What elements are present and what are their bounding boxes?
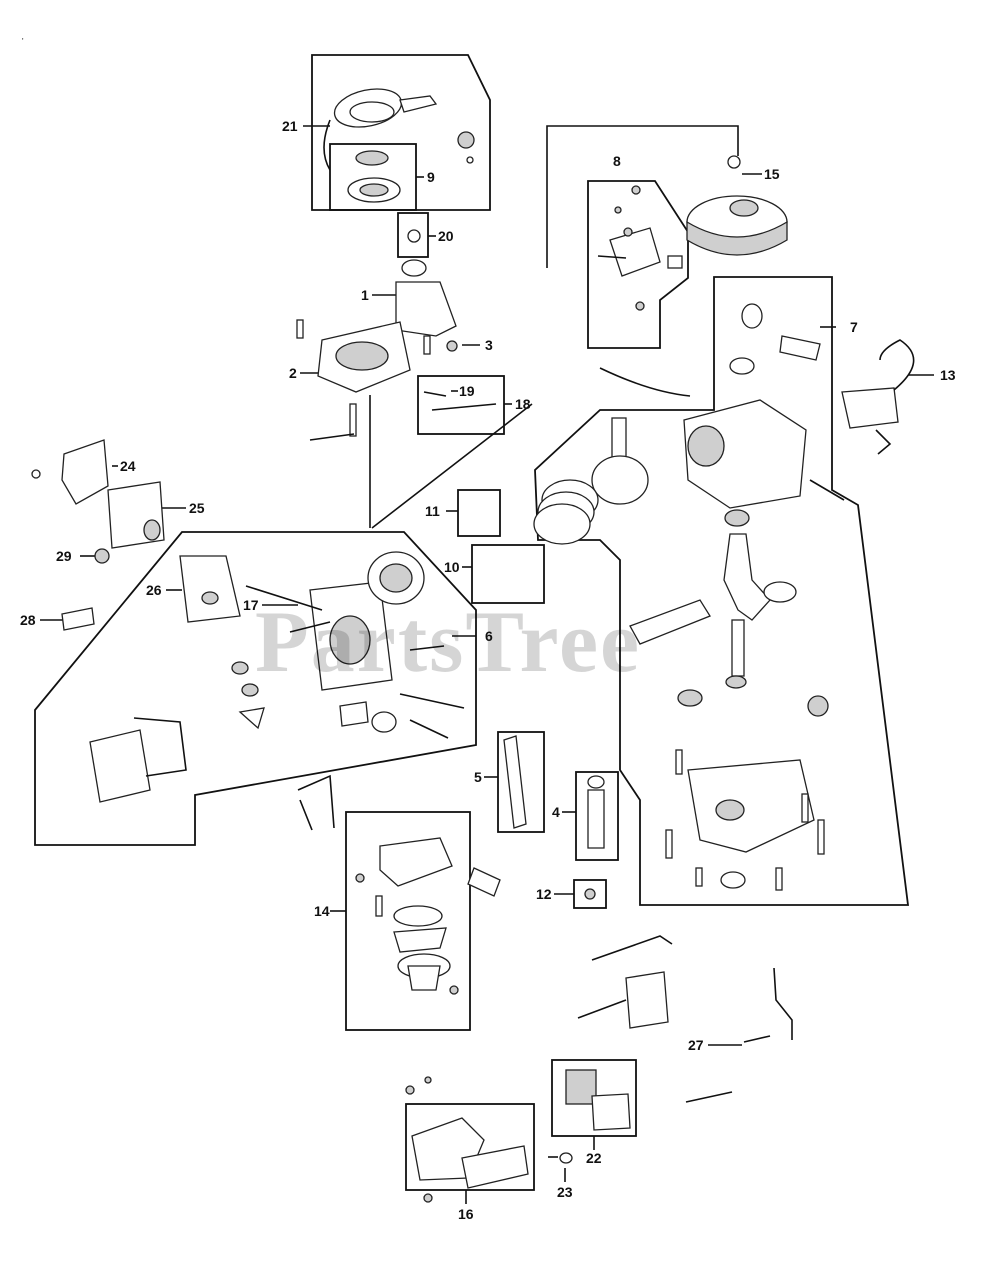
group-5-outline <box>497 731 545 833</box>
callout-12[interactable]: 12 <box>536 886 552 902</box>
group-8-outline <box>587 180 689 349</box>
callout-15[interactable]: 15 <box>764 166 780 182</box>
leader-lines <box>40 125 934 1204</box>
callout-4[interactable]: 4 <box>552 804 560 820</box>
group-14-outline <box>345 811 471 1031</box>
callout-2[interactable]: 2 <box>289 365 297 381</box>
callout-18[interactable]: 18 <box>515 396 531 412</box>
group-20-outline <box>397 212 429 258</box>
muffler-drawing <box>31 439 165 631</box>
group-11-outline <box>457 489 501 537</box>
callout-8[interactable]: 8 <box>613 153 621 169</box>
callout-21[interactable]: 21 <box>282 118 298 134</box>
callout-9[interactable]: 9 <box>427 169 435 185</box>
connector-6-18 <box>371 403 533 529</box>
callout-5[interactable]: 5 <box>474 769 482 785</box>
corner-mark: ' <box>22 37 24 46</box>
carburetor-drawing <box>297 774 501 995</box>
watermark: PartsTree <box>255 594 642 691</box>
connector-15-8 <box>546 125 739 268</box>
callout-11[interactable]: 11 <box>425 503 440 519</box>
callout-20[interactable]: 20 <box>438 228 454 244</box>
group-21-outline <box>311 54 491 211</box>
callout-28[interactable]: 28 <box>20 612 36 628</box>
group-7-outline <box>534 276 910 906</box>
callout-14[interactable]: 14 <box>314 903 330 919</box>
group-16-outline <box>405 1103 535 1191</box>
callout-16[interactable]: 16 <box>458 1206 474 1222</box>
callout-10[interactable]: 10 <box>444 559 460 575</box>
air-filter-drawing <box>405 1069 631 1203</box>
callout-23[interactable]: 23 <box>557 1184 573 1200</box>
callout-27[interactable]: 27 <box>688 1037 704 1053</box>
callout-6[interactable]: 6 <box>485 628 493 644</box>
group-6-outline <box>34 531 477 846</box>
flywheel-drawing <box>686 155 788 256</box>
group-18-outline <box>417 375 505 435</box>
callout-3[interactable]: 3 <box>485 337 493 353</box>
linkage-drawing <box>503 735 793 1103</box>
callout-19[interactable]: 19 <box>459 383 475 399</box>
callout-17[interactable]: 17 <box>243 597 259 613</box>
group-4-outline <box>575 771 619 861</box>
callout-13[interactable]: 13 <box>940 367 956 383</box>
cylinder-head-drawing <box>89 551 465 803</box>
callout-24[interactable]: 24 <box>120 458 136 474</box>
blower-housing-drawing <box>296 229 497 441</box>
recoil-starter-drawing <box>323 88 475 203</box>
callout-22[interactable]: 22 <box>586 1150 602 1166</box>
control-bracket-drawing <box>597 185 683 311</box>
callout-7[interactable]: 7 <box>850 319 858 335</box>
piston-drawing <box>533 417 649 545</box>
short-block-drawing <box>599 303 915 509</box>
crankshaft-drawing <box>629 509 829 891</box>
group-10-outline <box>471 544 545 604</box>
callout-1[interactable]: 1 <box>361 287 369 303</box>
callout-29[interactable]: 29 <box>56 548 72 564</box>
callout-25[interactable]: 25 <box>189 500 205 516</box>
callout-26[interactable]: 26 <box>146 582 162 598</box>
